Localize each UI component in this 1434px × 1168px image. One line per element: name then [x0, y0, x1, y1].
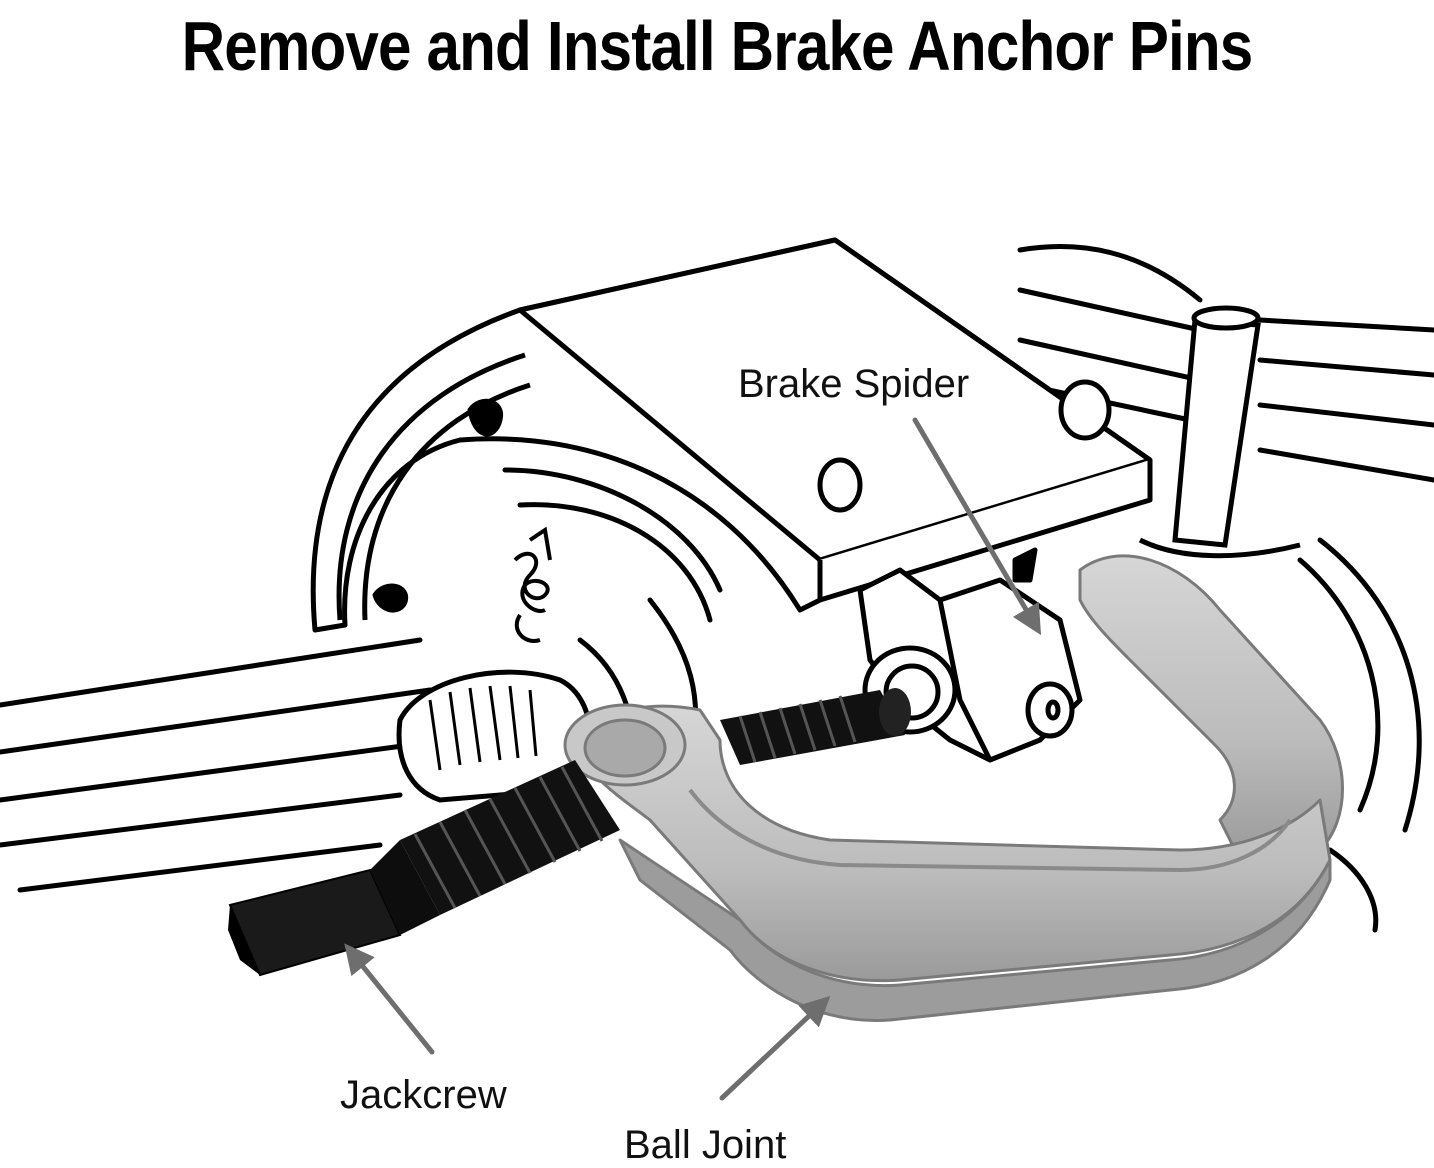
- jackscrew: [228, 688, 911, 977]
- arrow-brake-spider: [912, 417, 1042, 636]
- hub-bearing: [396, 669, 593, 803]
- return-spring: [513, 526, 552, 643]
- tire-arcs: [1297, 537, 1422, 933]
- axle-lines: [0, 637, 433, 893]
- u-bolt: [1138, 305, 1301, 559]
- label-jackscrew: Jackcrew: [340, 1073, 507, 1117]
- arrow-jackscrew: [344, 943, 435, 1055]
- arrow-ball-joint: [719, 995, 831, 1101]
- c-clamp-frame: [563, 554, 1344, 1022]
- label-brake-spider: Brake Spider: [738, 362, 970, 406]
- page-title: Remove and Install Brake Anchor Pins: [181, 7, 1254, 85]
- pointer-arrows: [344, 417, 1042, 1101]
- label-ball-joint: Ball Joint: [624, 1123, 787, 1167]
- brake-shoe: [310, 237, 1153, 633]
